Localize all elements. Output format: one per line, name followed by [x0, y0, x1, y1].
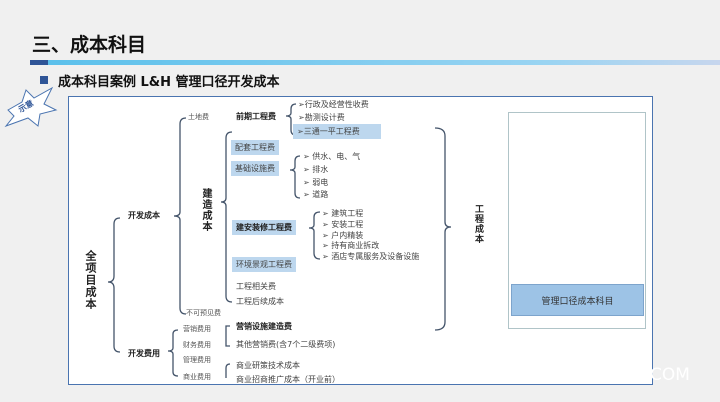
eng-follow-cost: 工程后续成本 [236, 297, 284, 306]
page-title: 三、成本科目 [32, 34, 147, 56]
install-fee: 建安装修工程费 [232, 220, 296, 235]
title-underline [30, 60, 720, 65]
expense-item: 营销费用 [183, 325, 211, 333]
mgmt-subject-bar: 管理口径成本科目 [511, 284, 644, 316]
eng-cost-label: 工程成本 [473, 204, 483, 244]
land-fee: 土地费 [188, 113, 209, 121]
pre-item: ➢勘测设计费 [298, 113, 345, 122]
expense-item: 管理费用 [183, 356, 211, 364]
marketing-item: 营销设施建造费 [236, 322, 292, 331]
install-item: ➢ 酒店专属服务及设备设施 [322, 252, 420, 261]
install-item: ➢ 安装工程 [322, 220, 364, 229]
infra-brace [289, 155, 301, 199]
eng-related-fee: 工程相关费 [236, 282, 276, 291]
pre-eng-fee: 前期工程费 [236, 112, 276, 121]
build-cost-brace [220, 131, 233, 303]
root-label: 全项目成本 [84, 250, 97, 310]
install-item: ➢ 建筑工程 [322, 209, 364, 218]
badge-starburst-icon [4, 86, 58, 128]
supporting-fee: 配套工程费 [231, 140, 279, 155]
dev-cost-label: 开发成本 [128, 211, 160, 220]
marketing-item: 其他营销费(含7个二级费项) [236, 340, 336, 349]
watermark: COM [650, 365, 690, 385]
infra-item: ➢ 供水、电、气 [303, 152, 361, 161]
pre-brace [285, 103, 297, 136]
infra-item: ➢ 弱电 [303, 178, 329, 187]
dev-cost-brace [173, 117, 187, 315]
expense-item: 商业费用 [183, 373, 211, 381]
marketing-brace [225, 325, 230, 347]
commercial-item: 商业招商推广成本（开业前） [236, 375, 340, 383]
build-cost-label: 建造成本 [200, 188, 211, 232]
pre-item-highlight: ➢三通一平工程费 [293, 124, 381, 139]
subtitle: 成本科目案例 L&H 管理口径开发成本 [58, 75, 280, 90]
infra-item: ➢ 道路 [303, 190, 329, 199]
commercial-item: 商业研策技术成本 [236, 361, 300, 370]
expense-brace [167, 329, 179, 377]
commercial-brace [225, 363, 231, 378]
dev-expense-label: 开发费用 [128, 349, 160, 358]
infra-fee: 基础设施费 [231, 161, 279, 176]
bullet-icon [40, 76, 48, 84]
install-brace [308, 211, 321, 260]
expense-item: 财务费用 [183, 341, 211, 349]
install-item: ➢ 户内精装 [322, 231, 364, 240]
infra-item: ➢ 排水 [303, 165, 329, 174]
install-item: ➢ 持有商业拆改 [322, 241, 380, 250]
landscape-fee: 环境景观工程费 [232, 257, 296, 272]
eng-cost-brace [434, 127, 452, 331]
pre-item: ➢行政及经营性收费 [298, 100, 369, 109]
root-brace [107, 217, 121, 353]
unforeseen-fee: 不可预见费 [186, 309, 221, 317]
